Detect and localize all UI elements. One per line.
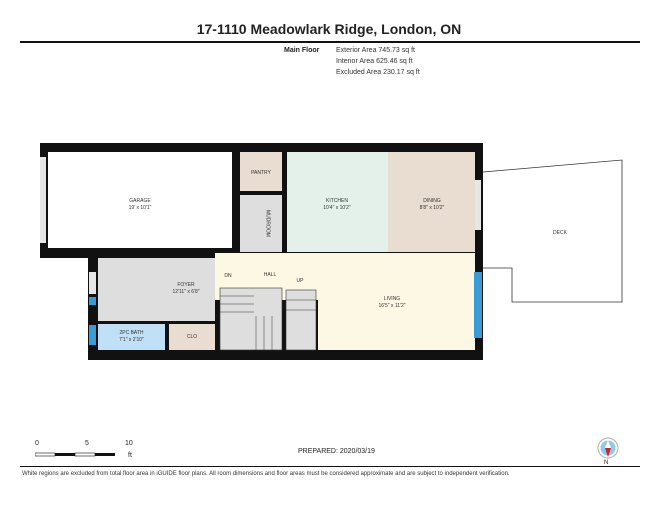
kitchen-area (287, 152, 388, 252)
room-name: FOYER (177, 282, 195, 288)
prepared-date: PREPARED: 2020/03/19 (298, 448, 375, 455)
stairs-up (285, 289, 317, 351)
stairs-down (219, 287, 283, 351)
scale-bar-graphic (35, 452, 115, 457)
hall-label: HALL (263, 272, 277, 278)
pantry-area (240, 152, 282, 191)
scale-unit: ft (128, 452, 132, 459)
header-divider (20, 41, 640, 43)
scale-tick: 5 (85, 440, 89, 447)
room-name: KITCHEN (326, 198, 348, 204)
scale-tick: 10 (125, 440, 133, 447)
room-dims: 8'8" x 10'2" (419, 205, 445, 211)
foyer-area (98, 258, 215, 321)
mudroom-area (240, 195, 282, 252)
closet-label: CLO (186, 334, 198, 340)
mudroom-label: MUDROOM (264, 210, 271, 237)
room-name: 2PC BATH (119, 330, 144, 336)
room-dims: 12'11" x 6'8" (172, 289, 200, 295)
north-arrow-icon (597, 437, 619, 459)
door-opening (89, 272, 96, 294)
scale-tick: 0 (35, 440, 39, 447)
room-dims: 16'5" x 11'2" (378, 303, 406, 309)
interior-area: Interior Area 625.46 sq ft (336, 58, 413, 65)
room-dims: 19' x 10'1" (128, 205, 152, 211)
window (89, 325, 96, 345)
room-name: DINING (423, 198, 441, 204)
stairs-up-label: UP (296, 278, 304, 284)
north-label: N (604, 460, 609, 466)
room-name: GARAGE (129, 198, 151, 204)
footnote: White regions are excluded from total fl… (22, 471, 510, 477)
stairs-down-label: DN (224, 273, 232, 279)
excluded-area: Excluded Area 230.17 sq ft (336, 69, 420, 76)
scale-bar: 0 5 10 ft (32, 440, 142, 460)
window (474, 272, 482, 338)
window (89, 297, 96, 305)
window (40, 157, 46, 243)
page-title: 17-1110 Meadowlark Ridge, London, ON (196, 21, 462, 37)
footer-divider (20, 466, 640, 467)
window (475, 180, 481, 230)
room-dims: 10'4" x 10'2" (323, 205, 351, 211)
dining-area (388, 152, 475, 252)
deck-label: DECK (553, 230, 567, 236)
floor-label: Main Floor (284, 47, 320, 54)
bath-area (98, 324, 165, 350)
exterior-area: Exterior Area 745.73 sq ft (336, 47, 415, 54)
living-area (318, 253, 475, 350)
room-name: LIVING (383, 296, 401, 302)
room-dims: 7'1" x 2'10" (119, 337, 144, 343)
closet-area (169, 324, 215, 350)
deck-outline (482, 159, 623, 303)
pantry-label: PANTRY (251, 170, 271, 176)
garage-area (48, 152, 232, 248)
